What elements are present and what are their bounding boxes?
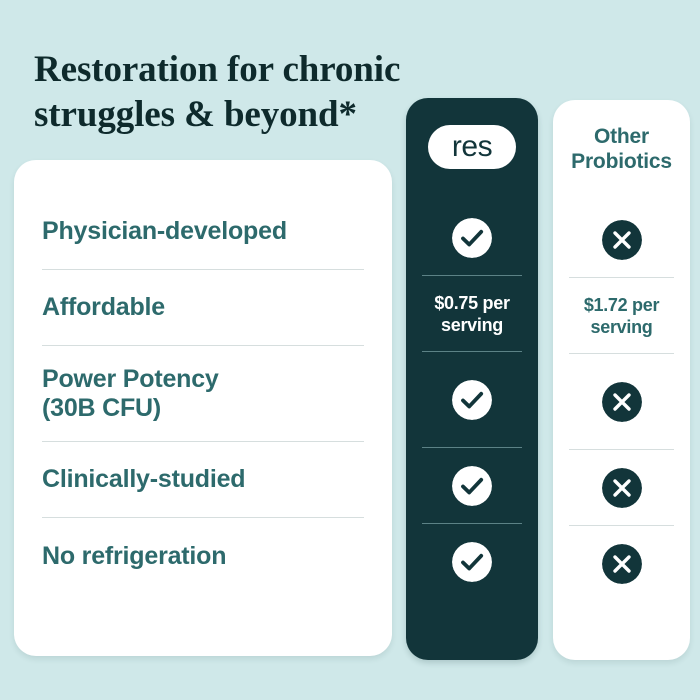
- cell-other-3: [569, 450, 674, 526]
- headline-line-1: Restoration for chronic: [34, 48, 401, 90]
- feature-label: Affordable: [42, 293, 166, 321]
- other-probiotics-header: Other Probiotics: [553, 118, 690, 180]
- res-logo: res: [406, 116, 538, 178]
- column-res: res $0.75 per serving: [406, 98, 538, 660]
- feature-row: No refrigeration: [42, 518, 364, 594]
- feature-row: Clinically-studied: [42, 442, 364, 518]
- check-circle-icon: [452, 379, 492, 420]
- x-circle-icon: [601, 219, 642, 260]
- feature-label: Physician-developed: [42, 217, 287, 245]
- feature-label: Clinically-studied: [42, 465, 246, 493]
- column-other-body: $1.72 per serving: [553, 180, 690, 660]
- feature-row: Affordable: [42, 270, 364, 346]
- cell-res-0: [422, 200, 522, 276]
- feature-row: Power Potency (30B CFU): [42, 346, 364, 442]
- x-circle-icon: [601, 381, 642, 422]
- cell-res-2: [422, 352, 522, 448]
- other-probiotics-title-line-2: Probiotics: [571, 150, 672, 173]
- cell-res-1: $0.75 per serving: [422, 276, 522, 352]
- feature-list-card: Physician-developed Affordable Power Pot…: [14, 160, 392, 656]
- other-price: $1.72 per serving: [583, 294, 660, 337]
- cell-res-4: [422, 524, 522, 600]
- headline-line-2: struggles & beyond*: [34, 93, 357, 135]
- other-probiotics-title: Other Probiotics: [571, 124, 672, 174]
- column-res-body: $0.75 per serving: [406, 178, 538, 660]
- other-probiotics-title-line-1: Other: [593, 125, 649, 148]
- cell-other-4: [569, 526, 674, 602]
- cell-other-0: [569, 202, 674, 278]
- x-circle-icon: [601, 467, 642, 508]
- check-circle-icon: [452, 465, 492, 506]
- check-circle-icon: [452, 217, 492, 258]
- x-circle-icon: [601, 544, 642, 584]
- cell-other-2: [569, 354, 674, 450]
- page-title: Restoration for chronic struggles & beyo…: [34, 47, 454, 137]
- cell-res-3: [422, 448, 522, 524]
- feature-row: Physician-developed: [42, 194, 364, 270]
- res-logo-pill: res: [428, 125, 516, 169]
- feature-label: Power Potency (30B CFU): [42, 364, 219, 422]
- res-price: $0.75 per serving: [434, 292, 510, 335]
- res-logo-text: res: [451, 130, 493, 163]
- column-other-probiotics: Other Probiotics $1.72 per serving: [553, 100, 690, 660]
- feature-label: No refrigeration: [42, 541, 227, 570]
- check-circle-icon: [452, 542, 492, 582]
- cell-other-1: $1.72 per serving: [569, 278, 674, 354]
